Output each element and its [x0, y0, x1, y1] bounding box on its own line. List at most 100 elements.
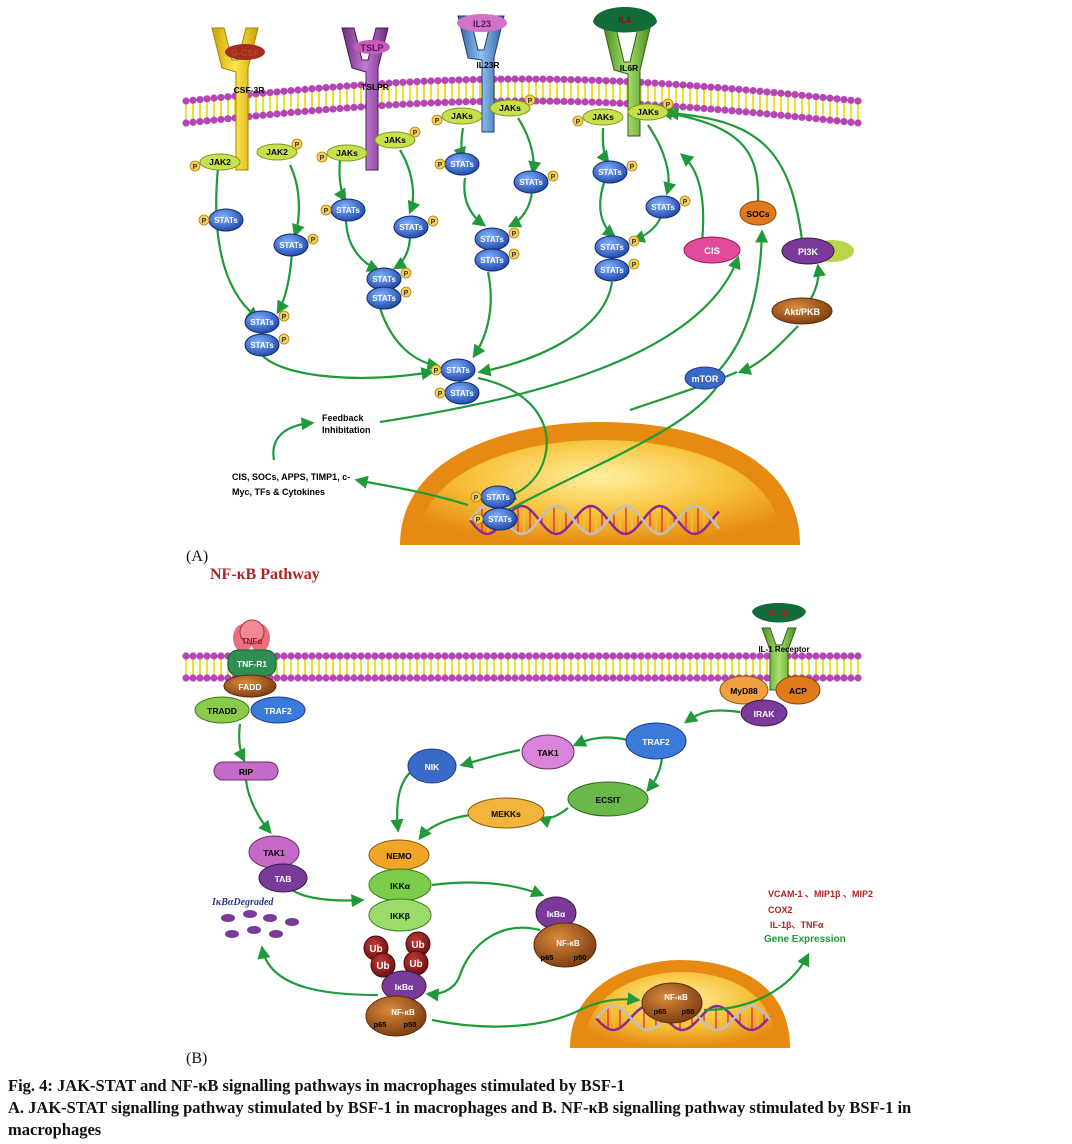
- lipid-b-head: [630, 674, 638, 682]
- lipid-b-head: [833, 674, 841, 682]
- lipid-b-head: [210, 652, 218, 660]
- jak-label: JAK2: [209, 157, 231, 167]
- mtor-node: mTOR: [684, 366, 726, 390]
- lipid-b-head: [336, 674, 344, 682]
- ubiquitin-shape: [370, 952, 396, 978]
- lipid-b-head: [679, 674, 687, 682]
- il6r-label: IL6R: [620, 63, 638, 73]
- lipid-b-head: [315, 674, 323, 682]
- lipid-head: [182, 119, 190, 127]
- phospho-circle: [472, 513, 484, 525]
- lipid-head: [343, 82, 351, 90]
- panel-b-label: (B): [186, 1050, 208, 1067]
- traf2-label-right: TRAF2: [642, 737, 670, 747]
- nik-node: NIK: [407, 748, 457, 784]
- phospho-label: P: [576, 119, 581, 126]
- lipid-head: [819, 115, 827, 124]
- stat-label: STATs: [399, 223, 423, 232]
- lipid-b-head: [693, 652, 701, 660]
- phospho-circle: [431, 114, 443, 126]
- stat-group: STATsPSTATsPSTATsPSTATsPSTATsPSTATsPSTAT…: [198, 152, 691, 531]
- lipid-b-head: [623, 652, 631, 660]
- lipid-head: [805, 92, 813, 100]
- stat-label: STATs: [600, 266, 624, 275]
- lipid-head: [448, 98, 456, 106]
- stat-node: STATs P: [430, 358, 476, 382]
- lipid-b-head: [700, 652, 708, 660]
- tak1-node-right: TAK1: [521, 734, 575, 770]
- phospho-group: P: [508, 227, 520, 239]
- p50-label-nucleus: p50: [682, 1007, 695, 1016]
- lipid-b-head: [434, 674, 442, 682]
- phospho-label: P: [434, 368, 439, 375]
- phospho-circle: [307, 233, 319, 245]
- lipid-head: [378, 101, 386, 110]
- lipid-b-head: [399, 652, 407, 660]
- lipid-b-head: [539, 652, 547, 660]
- lipid-head: [469, 75, 477, 84]
- lipid-b-head: [553, 652, 561, 660]
- il23r-label: IL23R: [476, 60, 499, 70]
- lipid-head: [784, 90, 792, 98]
- phospho-label: P: [474, 495, 479, 502]
- stat-node: STATs P: [393, 215, 439, 239]
- panel-a-arrows: [215, 107, 827, 513]
- lipid-head: [840, 117, 848, 126]
- jak-shape: [256, 143, 298, 161]
- lipid-head: [805, 114, 813, 122]
- lipid-head: [679, 81, 687, 89]
- stat-label: STATs: [446, 366, 470, 375]
- lipid-head: [455, 76, 463, 84]
- lipid-b-head: [448, 674, 456, 682]
- stat-shape: [592, 160, 628, 184]
- lipid-head: [329, 105, 337, 113]
- lipid-head: [196, 117, 204, 126]
- lipid-b-head: [854, 674, 862, 682]
- lipid-head: [294, 86, 302, 94]
- lipid-b-head: [581, 674, 589, 682]
- cell-membrane-b: [182, 652, 862, 682]
- p50-label-lower: p50: [404, 1020, 417, 1029]
- lipid-b-head: [630, 652, 638, 660]
- akt-node: Akt/PKB: [771, 297, 833, 325]
- phospho-group: P: [316, 151, 328, 163]
- lipid-b-head: [525, 674, 533, 682]
- lipid-head: [315, 84, 323, 92]
- lipid-head: [791, 113, 799, 121]
- lipid-b-head: [595, 674, 603, 682]
- lipid-head: [798, 113, 806, 121]
- phospho-circle: [400, 267, 412, 279]
- ikkb-label: IKKβ: [390, 911, 410, 921]
- lipid-head: [252, 112, 260, 120]
- ubiquitin-label: Ub: [376, 961, 389, 972]
- lipid-head: [595, 76, 603, 85]
- lipid-b-head: [378, 674, 386, 682]
- stat-label: STATs: [488, 515, 512, 524]
- lipid-b-head: [217, 674, 225, 682]
- lipid-head: [784, 112, 792, 120]
- stat-shape: [474, 248, 510, 272]
- lipid-head: [693, 104, 701, 112]
- phospho-label: P: [431, 219, 436, 226]
- lipid-head: [322, 84, 330, 92]
- lipid-head: [581, 76, 589, 84]
- phospho-label: P: [282, 337, 287, 344]
- jak-shape: [489, 99, 531, 117]
- stat-shape: [366, 286, 402, 310]
- cell-membrane: [182, 75, 862, 127]
- lipid-head: [427, 77, 435, 85]
- phospho-group: P: [524, 94, 536, 106]
- lipid-head: [742, 108, 750, 116]
- lipid-b-head: [497, 674, 505, 682]
- phospho-circle: [434, 387, 446, 399]
- mtor-label: mTOR: [692, 374, 719, 384]
- phospho-circle: [409, 126, 421, 138]
- lipid-b-head: [665, 652, 673, 660]
- lipid-head: [707, 83, 715, 91]
- lipid-b-head: [812, 652, 820, 660]
- lipid-head: [287, 87, 295, 95]
